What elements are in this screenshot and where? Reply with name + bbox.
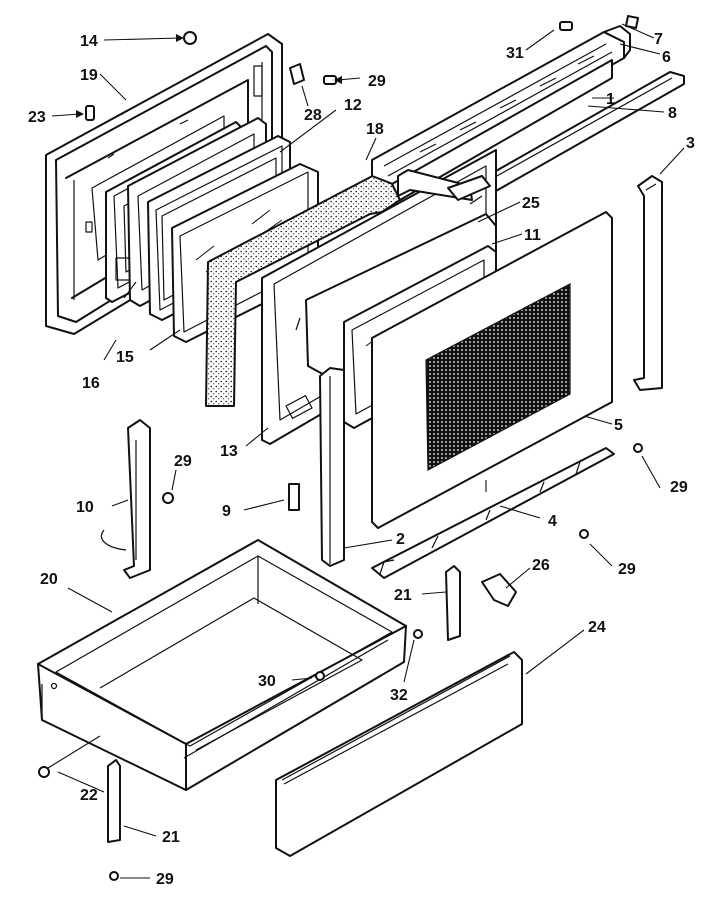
callout-18: 18 bbox=[366, 121, 384, 138]
storage-drawer bbox=[37, 539, 407, 791]
callout-15: 15 bbox=[116, 349, 134, 366]
callout-labels: 14 19 23 28 29 12 18 31 7 6 1 8 3 25 11 … bbox=[28, 31, 695, 888]
callout-23: 23 bbox=[28, 109, 46, 126]
callout-28: 28 bbox=[304, 107, 322, 124]
right-side-trim bbox=[633, 175, 663, 453]
callout-24: 24 bbox=[588, 619, 606, 636]
callout-4: 4 bbox=[548, 513, 557, 530]
callout-9: 9 bbox=[222, 503, 231, 520]
callout-21-lower: 21 bbox=[162, 829, 180, 846]
callout-1: 1 bbox=[606, 91, 615, 108]
drawer-bracket-upper bbox=[445, 565, 461, 641]
callout-21-upper: 21 bbox=[394, 587, 412, 604]
bottom-door-trim bbox=[371, 447, 615, 579]
callout-6: 6 bbox=[662, 49, 671, 66]
spacer-block bbox=[288, 483, 300, 511]
callout-29-left: 29 bbox=[174, 453, 192, 470]
callout-7: 7 bbox=[654, 31, 663, 48]
callout-30: 30 bbox=[258, 673, 276, 690]
callout-22: 22 bbox=[80, 787, 98, 804]
callout-10: 10 bbox=[76, 499, 94, 516]
left-drawer-slide bbox=[100, 419, 151, 579]
hardware-screws bbox=[38, 15, 639, 881]
callout-13: 13 bbox=[220, 443, 238, 460]
drawer-front-panel bbox=[275, 651, 523, 857]
door-side-post bbox=[319, 367, 345, 567]
drawer-roller bbox=[481, 573, 517, 607]
drawer-bracket-lower bbox=[107, 759, 121, 843]
callout-32: 32 bbox=[390, 687, 408, 704]
callout-8: 8 bbox=[668, 105, 677, 122]
callout-29-mid: 29 bbox=[618, 561, 636, 578]
callout-29-bottom: 29 bbox=[156, 871, 174, 888]
callout-14: 14 bbox=[80, 33, 98, 50]
callout-16: 16 bbox=[82, 375, 100, 392]
callout-12: 12 bbox=[344, 97, 362, 114]
callout-19: 19 bbox=[80, 67, 98, 84]
door-bracket bbox=[397, 169, 491, 201]
outer-door-panel bbox=[371, 211, 613, 529]
callout-29-top: 29 bbox=[368, 73, 386, 90]
callout-29-right: 29 bbox=[670, 479, 688, 496]
callout-26: 26 bbox=[532, 557, 550, 574]
callout-2: 2 bbox=[396, 531, 405, 548]
callout-5: 5 bbox=[614, 417, 623, 434]
callout-20: 20 bbox=[40, 571, 58, 588]
callout-11: 11 bbox=[524, 227, 541, 244]
callout-31: 31 bbox=[506, 45, 524, 62]
callout-25: 25 bbox=[522, 195, 540, 212]
door-top-trim bbox=[371, 25, 631, 201]
leader-lines bbox=[47, 23, 685, 879]
callout-3: 3 bbox=[686, 135, 695, 152]
